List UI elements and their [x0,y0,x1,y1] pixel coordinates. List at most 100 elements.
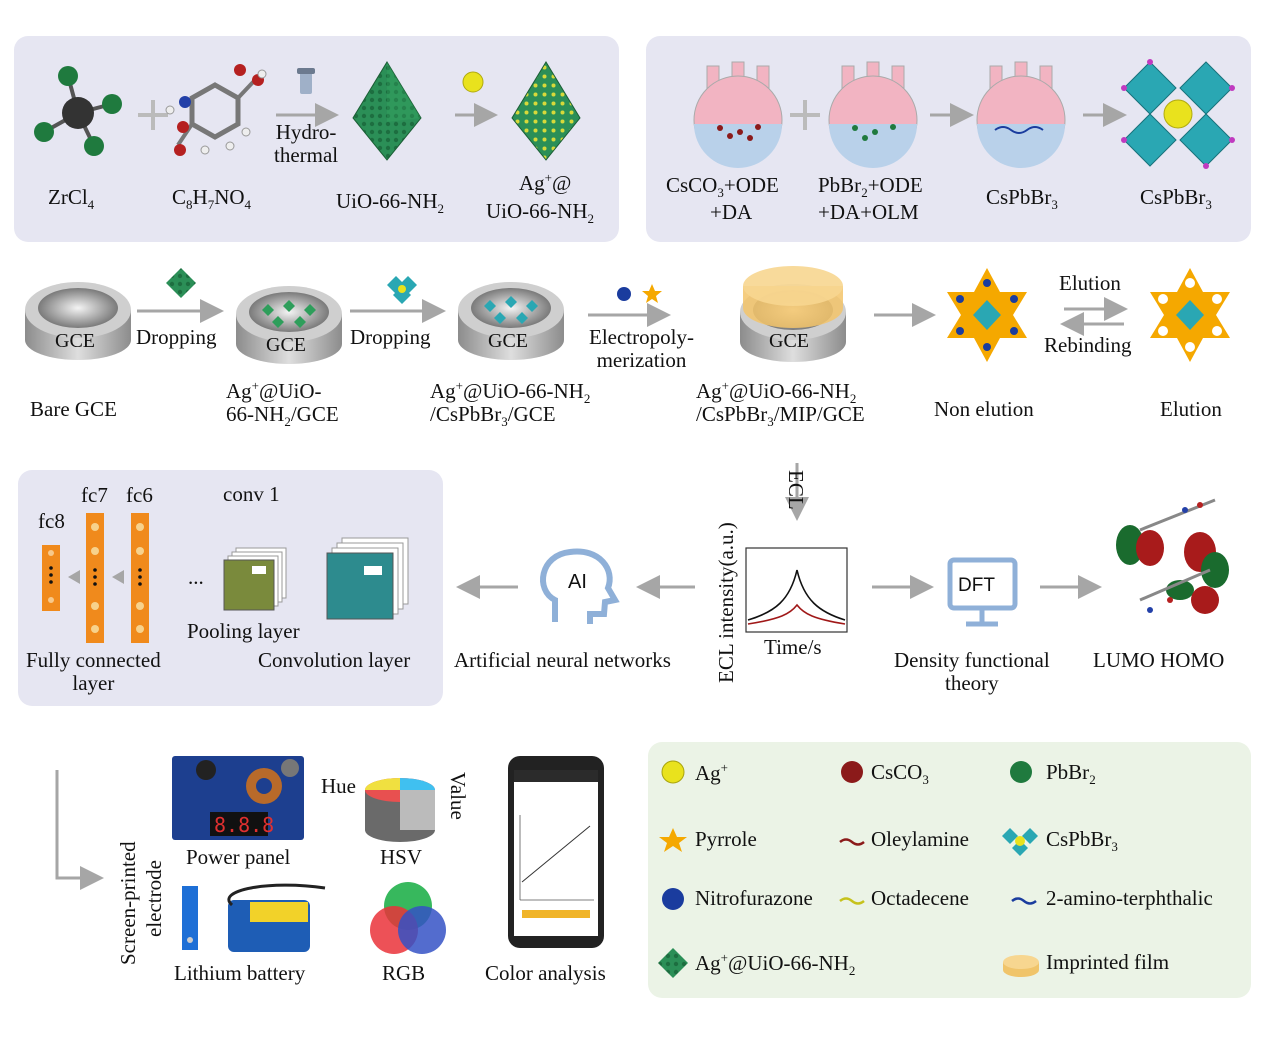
legend-octadecene-icon [839,897,865,905]
ecl-series-line-1 [747,569,846,621]
ann-label: Artificial neural networks [454,648,671,672]
rebinding-arrow-label: Rebinding [1044,333,1132,357]
cspbbr3-crystal-icon [1121,59,1235,169]
cspbbr3-label-flask: CsPbBr3 [986,185,1058,213]
legend-ag-uio-label: Ag+@UiO-66-NH2 [695,950,856,979]
legend-imprinted-film-icon [1003,955,1039,977]
legend-octadecene-label: Octadecene [871,886,969,910]
monitor-icon [947,557,1018,627]
power-panel-icon: 8.8.8 [172,756,304,840]
legend-amino-label: 2-amino-terphthalic [1046,886,1213,910]
fc7-label: fc7 [81,483,108,507]
dft-text: DFT [958,575,995,596]
plus-icon [790,100,820,130]
legend-csco3-label: CsCO3 [871,760,929,788]
non-elution-star-icon [947,268,1027,362]
fc7-layer-icon [86,513,104,643]
plus-icon [138,100,168,130]
zrcl4-molecule-icon [34,66,122,156]
legend-ag-label: Ag+ [695,760,729,785]
dropping-label-1: Dropping [136,325,217,349]
time-xlabel: Time/s [764,635,822,659]
gce-text-2: GCE [266,334,306,356]
lumo-homo-orbital-icon [1116,498,1229,614]
legend-ag-uio-icon [658,948,688,978]
legend-ag-icon [661,760,685,784]
ai-text: AI [568,571,587,593]
elution-star-icon [1150,268,1230,362]
legend-nitrofurazone-label: Nitrofurazone [695,886,813,910]
power-panel-label: Power panel [186,845,291,869]
legend-amino-icon [1011,897,1037,905]
ag-uio-cspbbr3-mip-gce-label: Ag+@UiO-66-NH2/CsPbBr3/MIP/GCE [696,378,865,430]
ag-uio-66-nh2-octahedron-icon [511,61,581,161]
flask-csco3-icon [693,61,783,168]
uio-66-nh2-octahedron-icon [352,61,422,161]
hsv-label: HSV [380,845,423,869]
ecl-chart-frame [745,547,848,633]
rgb-venn-icon [370,882,446,954]
dropping-label-2: Dropping [350,325,431,349]
pooling-layer-label: Pooling layer [187,619,300,643]
hydrothermal-label: Hydro-thermal [274,120,339,167]
legend-panel [648,742,1251,998]
svg-text:8.8.8: 8.8.8 [214,813,274,837]
ecl-arrow-label: ECL [784,470,808,510]
ag-uio-label-line1: Ag+@ [519,170,572,195]
legend-imprinted-film-label: Imprinted film [1046,950,1170,974]
hsv-cylinder-icon [365,778,435,842]
pooling-layer-icon [223,547,287,611]
pbbr2-mix-label-line1: PbBr2+ODE [818,173,923,201]
lithium-battery-icon [182,883,326,952]
csco3-mix-label-line2: +DA [710,200,753,224]
csco3-mix-label-line1: CsCO3+ODE [666,173,779,201]
ellipsis-label: ... [188,565,204,589]
amino-terephthalic-molecule-icon [165,64,267,156]
c8h7no4-label: C8H7NO4 [172,185,252,213]
legend-pyrrole-label: Pyrrole [695,827,757,851]
lumo-homo-label: LUMO HOMO [1093,648,1225,672]
electrode-label: electrode [142,860,166,937]
gce-uio-electrode-icon [236,286,342,364]
fc6-label: fc6 [126,483,153,507]
flask-pbbr2-icon [828,61,918,168]
fc8-label: fc8 [38,509,65,533]
cspbbr3-label-crystal: CsPbBr3 [1140,185,1212,213]
conv1-label: conv 1 [223,482,280,506]
bare-gce-label: Bare GCE [30,397,117,421]
elution-label: Elution [1160,397,1222,421]
nitrofurazone-dot-icon [617,287,631,301]
legend-nitrofurazone-icon [662,888,684,910]
ag-uio-gce-label: Ag+@UiO-66-NH2/GCE [226,378,339,430]
non-elution-label: Non elution [934,397,1034,421]
color-analysis-label: Color analysis [485,961,606,985]
ag-ion-icon [462,71,484,93]
lithium-battery-label: Lithium battery [174,961,306,985]
gce-text-4: GCE [769,330,809,352]
legend-oleylamine-icon [839,838,865,846]
elution-arrow-label: Elution [1059,271,1121,295]
uio-label: UiO-66-NH2 [336,189,444,217]
ecl-series-line-2 [747,603,846,625]
rgb-label: RGB [382,961,426,985]
synthesis-uio-panel [14,36,619,242]
gce-perovskite-electrode-icon [458,282,564,360]
gce-text-1: GCE [55,330,95,352]
pyrrole-star-icon [642,284,662,303]
legend-oleylamine-label: Oleylamine [871,827,969,851]
value-label: Value [446,772,470,820]
legend-cspbbr3-icon [1002,828,1038,856]
legend-pbbr2-label: PbBr2 [1046,760,1096,788]
legend-csco3-icon [841,761,863,783]
fc6-layer-icon [131,513,149,643]
convolution-layer-icon [326,537,409,620]
zrcl4-label: ZrCl4 [48,185,95,213]
uio-crystal-icon [166,268,196,298]
legend-pbbr2-icon [1010,761,1032,783]
fc8-layer-icon [42,545,60,611]
bare-gce-electrode-icon [25,282,131,360]
electropolymerization-label: Electropoly-merization [589,325,694,372]
ecl-ylabel: ECL intensity(a.u.) [714,522,738,683]
